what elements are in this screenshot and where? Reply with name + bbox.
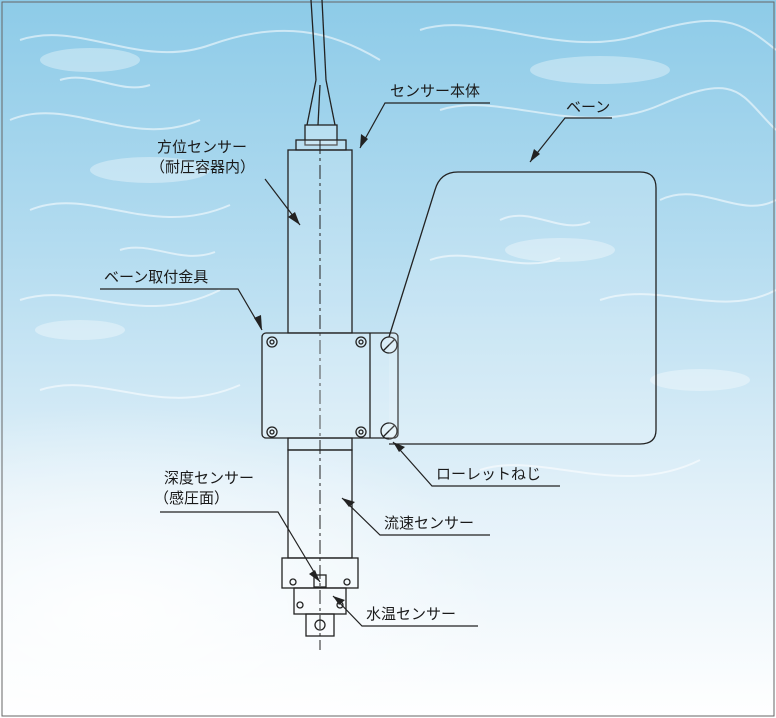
label-depth-sensor-sub: （感圧面）: [154, 489, 230, 507]
label-direction-sensor: 方位センサー: [157, 138, 248, 156]
label-sensor-body: センサー本体: [390, 82, 481, 100]
vane-bracket-shape: [261, 332, 399, 440]
vane-shape: [388, 171, 657, 445]
label-depth-sensor: 深度センサー: [164, 469, 255, 487]
label-vane: ベーン: [566, 98, 611, 116]
water-fade: [0, 300, 776, 718]
label-water-temp-sensor: 水温センサー: [366, 605, 457, 623]
label-knurled-screw: ローレットねじ: [436, 465, 542, 483]
label-vane-bracket: ベーン取付金具: [104, 268, 209, 286]
label-direction-sensor-sub: （耐圧容器内）: [150, 158, 256, 176]
label-flow-sensor: 流速センサー: [384, 514, 475, 532]
leader-arrows: [254, 134, 540, 605]
